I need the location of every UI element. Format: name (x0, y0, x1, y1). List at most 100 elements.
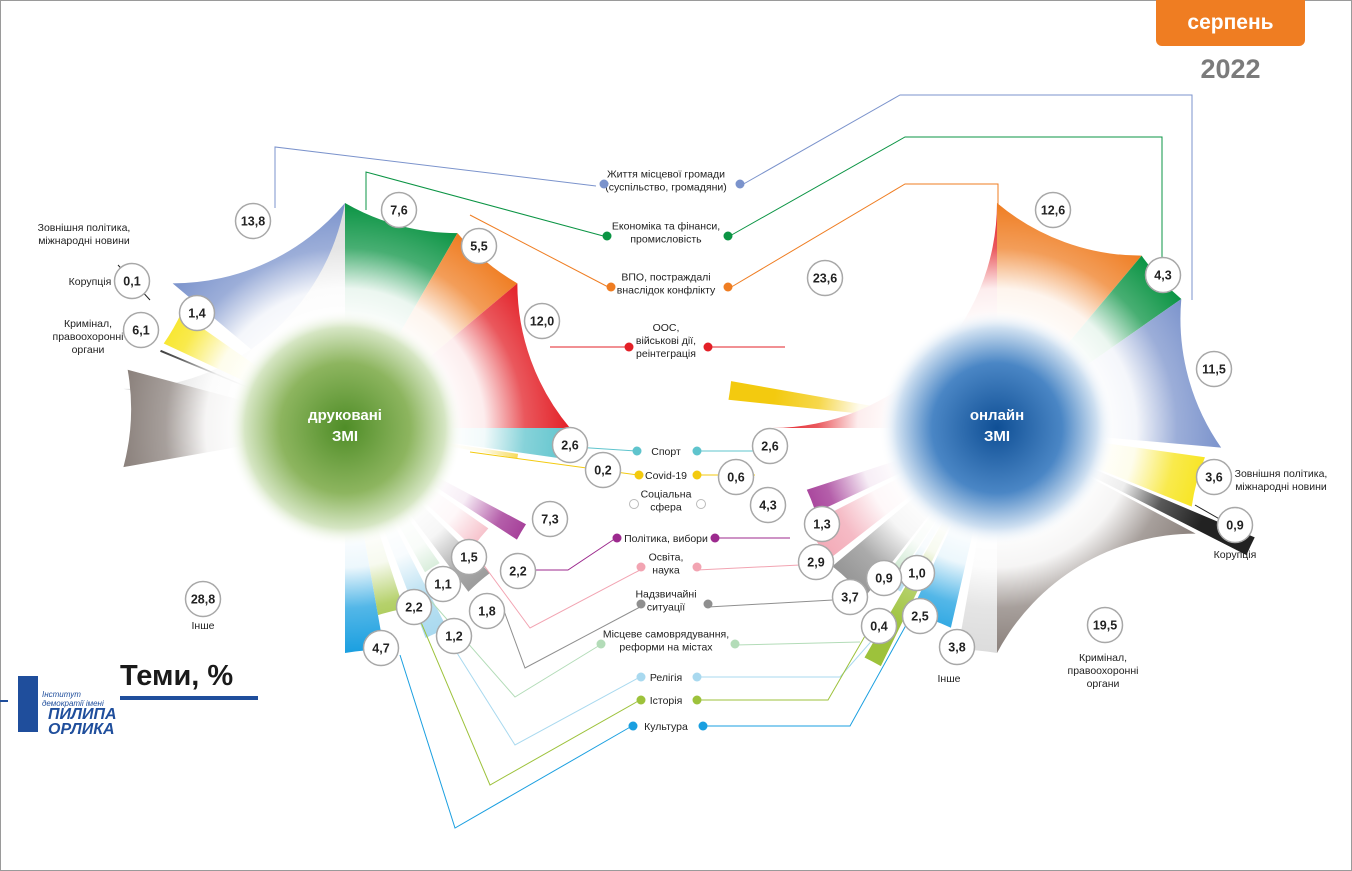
value-bubble-circle (234, 202, 272, 240)
data-label: 1,8 (478, 605, 495, 619)
legend-label-line: сфера (650, 502, 682, 514)
data-label: 3,8 (948, 641, 965, 655)
left-value-bubble: 2,2 (395, 588, 433, 626)
logo-emblem-icon (18, 676, 38, 732)
legend-dot (612, 533, 622, 543)
legend-dot (703, 342, 713, 352)
data-label: 0,9 (875, 572, 892, 586)
legend-dot (723, 282, 733, 292)
right-value-bubble: 11,5 (1195, 350, 1233, 388)
legend-label-line: Історія (650, 695, 683, 707)
data-label: 0,9 (1226, 519, 1243, 533)
right-value-bubble: 4,3 (749, 486, 787, 524)
legend-item: Історія (636, 695, 702, 707)
value-bubble-circle (1086, 606, 1124, 644)
legend-dot (692, 470, 702, 480)
legend-label: Релігія (650, 672, 682, 684)
right-center-disc (879, 310, 1115, 546)
value-bubble-circle (901, 597, 939, 635)
legend-label: Covid-19 (645, 470, 687, 482)
value-bubble-circle (860, 607, 898, 645)
legend-item: Релігія (636, 672, 702, 684)
value-bubble-circle (1195, 458, 1233, 496)
right-value-bubble: 3,8 (938, 628, 976, 666)
legend-label-line: Освіта, (649, 552, 684, 564)
year-label: 2022 (1200, 54, 1261, 84)
left-value-bubble: 0,2 (584, 451, 622, 489)
edge-line (0, 700, 8, 702)
left-outer-label: Корупція (69, 276, 112, 288)
right-value-bubble: 3,6 (1195, 458, 1233, 496)
legend-label-line: (суспільство, громадяни) (605, 182, 726, 194)
left-outer-label-line: органи (72, 344, 105, 356)
legend-dot (634, 470, 644, 480)
data-label: 2,5 (911, 610, 928, 624)
data-label: 2,6 (761, 440, 778, 454)
right-outer-label-line: міжнародні новини (1235, 481, 1327, 493)
leader-line (479, 559, 641, 629)
right-value-bubble: 2,9 (797, 543, 835, 581)
left-outer-label: Зовнішня політика,міжнародні новини (38, 222, 131, 247)
leader-line (419, 619, 641, 786)
legend-dot (606, 282, 616, 292)
right-value-bubble: 12,6 (1034, 191, 1072, 229)
legend-label-line: Соціальна (641, 489, 692, 501)
value-bubble-circle (499, 552, 537, 590)
right-value-bubble: 0,9 (1216, 506, 1254, 544)
data-label: 12,6 (1041, 204, 1065, 218)
legend-item: Економіка та фінанси,промисловість (602, 221, 733, 246)
logo-text-line2: ПИЛИПА ОРЛИКА (48, 706, 117, 738)
value-bubble-circle (797, 543, 835, 581)
legend-label: Політика, вибори (624, 533, 708, 545)
value-bubble-circle (424, 565, 462, 603)
left-center-title-line: ЗМІ (332, 428, 358, 445)
legend-dot (730, 639, 740, 649)
data-label: 0,1 (123, 275, 140, 289)
leader-line (399, 654, 633, 829)
legend-label-line: Надзвичайні (635, 589, 696, 601)
leader-line (696, 564, 801, 571)
legend-dot (735, 179, 745, 189)
right-value-bubble: 3,7 (831, 578, 869, 616)
value-bubble-circle (362, 629, 400, 667)
legend-dot (692, 562, 702, 572)
legend-label: Культура (644, 721, 688, 733)
left-outer-label: Інше (192, 620, 215, 632)
leader-line (274, 146, 597, 208)
legend-label: ООС,військові дії,реінтеграція (636, 322, 696, 360)
right-value-bubble: 1,0 (898, 554, 936, 592)
legend-dot (636, 599, 646, 609)
legend-dot (698, 721, 708, 731)
left-value-bubble: 1,2 (435, 617, 473, 655)
data-label: 2,9 (807, 556, 824, 570)
data-label: 1,0 (908, 567, 925, 581)
value-bubble-circle (178, 294, 216, 332)
data-label: 23,6 (813, 272, 837, 286)
legend-dot (629, 499, 639, 509)
left-value-bubble: 7,6 (380, 191, 418, 229)
title-underline (120, 696, 258, 700)
right-outer-label: Корупція (1214, 549, 1257, 561)
left-value-bubble: 7,3 (531, 500, 569, 538)
value-bubble-circle (380, 191, 418, 229)
left-value-bubble: 5,5 (460, 227, 498, 265)
legend-dot (692, 446, 702, 456)
legend-item: Політика, вибори (612, 533, 720, 545)
leader-line (697, 609, 881, 701)
data-label: 0,2 (594, 464, 611, 478)
left-value-bubble: 4,7 (362, 629, 400, 667)
right-outer-label-line: Зовнішня політика, (1235, 468, 1328, 480)
legend-label-line: Культура (644, 721, 688, 733)
leader-line (499, 599, 641, 669)
legend-label: Економіка та фінанси,промисловість (612, 221, 720, 246)
legend-label-line: військові дії, (636, 335, 696, 347)
value-bubble-circle (450, 538, 488, 576)
value-bubble-circle (717, 458, 755, 496)
data-label: 28,8 (191, 593, 215, 607)
